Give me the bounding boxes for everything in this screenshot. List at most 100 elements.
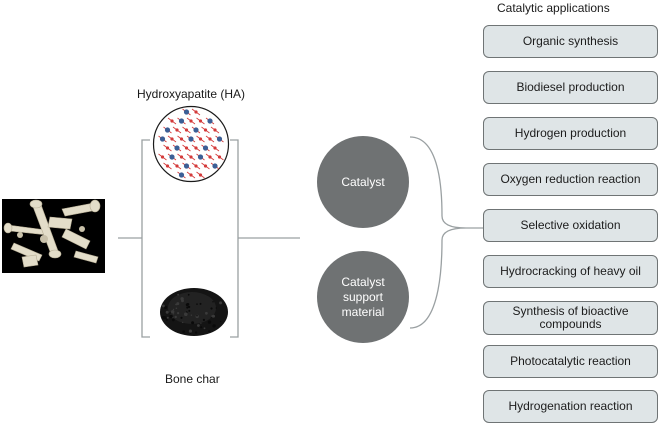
char-speck (191, 321, 195, 325)
applications-title: Catalytic applications (497, 1, 610, 15)
char-speck (165, 310, 169, 314)
catalyst-support-circle: Catalyst support material (317, 251, 409, 343)
lattice-atom (213, 146, 217, 150)
char-speck (176, 302, 180, 306)
char-speck (184, 312, 188, 316)
lattice-atom (178, 172, 185, 178)
char-speck (207, 320, 212, 324)
left-bracket (141, 139, 150, 338)
lattice-atom (184, 128, 189, 132)
application-box: Biodiesel production (483, 71, 658, 104)
char-speck (182, 321, 184, 324)
lattice-atom (160, 155, 165, 159)
char-speck (200, 322, 202, 324)
char-speck (185, 303, 189, 307)
lattice-atom (207, 118, 213, 124)
char-speck (182, 330, 185, 333)
char-speck (187, 305, 191, 309)
lattice-atom (188, 136, 194, 142)
application-box: Synthesis of bioactive compounds (483, 301, 658, 335)
char-speck (174, 315, 177, 319)
char-speck (212, 301, 214, 303)
lattice-atom (170, 137, 174, 141)
bone-char-image (158, 282, 230, 338)
lattice-atom (203, 164, 208, 168)
char-speck (165, 318, 168, 321)
char-speck (219, 320, 222, 323)
char-speck (219, 301, 223, 305)
application-box: Hydrocracking of heavy oil (483, 255, 658, 288)
char-speck (177, 312, 180, 315)
application-label: Selective oxidation (520, 218, 621, 232)
lattice-atom (212, 163, 218, 169)
lattice-atom (170, 119, 174, 123)
char-speck (196, 315, 198, 317)
char-speck (190, 314, 193, 316)
curly-brace (409, 136, 467, 329)
application-box: Hydrogen production (483, 117, 658, 150)
application-box: Organic synthesis (483, 25, 658, 58)
lattice-atom (189, 155, 193, 159)
char-speck (181, 299, 184, 303)
lattice-atom (183, 163, 190, 169)
lattice-atom (194, 164, 198, 168)
char-speck (211, 315, 214, 318)
bones-photo (2, 199, 105, 273)
application-box: Photocatalytic reaction (483, 345, 658, 378)
char-speck (175, 303, 177, 306)
bone-char-powder (160, 288, 228, 336)
lattice-atom (165, 164, 170, 168)
lattice-atom (197, 154, 204, 160)
application-label: Hydrogenation reaction (508, 399, 633, 413)
lattice-atom (184, 146, 189, 150)
char-speck (190, 332, 192, 334)
hydroxyapatite-label: Hydroxyapatite (HA) (137, 87, 246, 101)
application-label: Synthesis of bioactive compounds (512, 304, 629, 331)
char-speck (169, 314, 173, 319)
lattice-atom (179, 137, 184, 141)
char-speck (171, 318, 175, 322)
bone-char-label: Bone char (165, 372, 220, 386)
char-speck (210, 307, 213, 310)
application-label: Photocatalytic reaction (510, 354, 631, 368)
char-speck (202, 318, 205, 321)
lattice-atom (217, 155, 222, 159)
char-speck (187, 293, 190, 296)
char-speck (177, 293, 179, 296)
char-speck (172, 308, 175, 311)
lattice-atom (165, 146, 170, 150)
char-speck (186, 306, 189, 309)
lattice-atom (169, 154, 175, 160)
lattice-atom (198, 173, 203, 177)
lattice-atom (183, 109, 190, 115)
catalyst-label: Catalyst (341, 174, 385, 189)
application-label: Hydrocracking of heavy oil (500, 264, 641, 278)
lattice-atom (189, 173, 193, 177)
application-box: Selective oxidation (483, 209, 658, 242)
crystal-lattice-image (152, 105, 230, 183)
char-speck (188, 309, 191, 312)
lattice-atom (193, 127, 199, 133)
lattice-atom (213, 128, 217, 132)
char-speck (212, 324, 216, 328)
application-label: Oxygen reduction reaction (500, 172, 641, 186)
materials-bracket (230, 139, 239, 338)
char-speck (180, 316, 183, 319)
char-speck (200, 326, 203, 329)
application-label: Biodiesel production (516, 80, 625, 94)
lattice-atom (203, 128, 208, 132)
lattice-atom (194, 110, 198, 114)
char-speck (169, 312, 171, 314)
char-speck (173, 313, 175, 315)
bones-image (3, 199, 101, 268)
application-box: Oxygen reduction reaction (483, 163, 658, 196)
lattice-atom (202, 145, 209, 151)
char-speck (161, 315, 166, 320)
application-label: Organic synthesis (522, 34, 619, 48)
lattice-atom (194, 146, 198, 150)
lattice-atom (174, 145, 180, 151)
char-speck (175, 307, 178, 310)
lattice-atom (198, 119, 203, 123)
lattice-atom (164, 127, 171, 133)
